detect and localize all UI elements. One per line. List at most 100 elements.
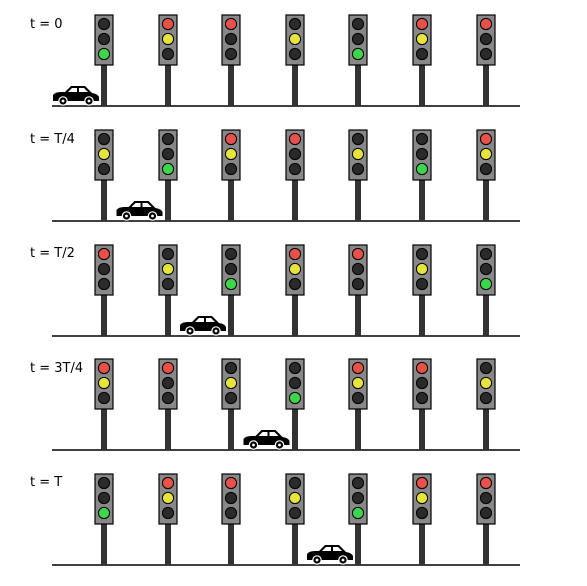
pole	[101, 409, 107, 450]
pole	[483, 295, 489, 336]
car-hub-0	[315, 558, 319, 562]
traffic-light-icon	[412, 358, 432, 450]
red-lamp	[415, 17, 429, 31]
traffic-light-icon	[285, 358, 305, 450]
yellow-lamp	[479, 376, 493, 390]
red-lamp	[415, 247, 429, 261]
pole	[292, 524, 298, 565]
pole	[165, 524, 171, 565]
car-hub-0	[125, 214, 128, 218]
green-lamp	[479, 47, 493, 61]
car-hub-1	[278, 443, 281, 447]
pole	[165, 180, 171, 221]
car-2	[180, 316, 226, 336]
pole	[292, 409, 298, 450]
red-lamp	[224, 361, 238, 375]
yellow-lamp	[161, 262, 175, 276]
green-lamp	[97, 162, 111, 176]
green-lamp	[415, 506, 429, 520]
row-3	[52, 358, 520, 451]
yellow-lamp	[97, 262, 111, 276]
red-lamp	[479, 476, 493, 490]
red-lamp	[415, 361, 429, 375]
yellow-lamp	[415, 262, 429, 276]
pole	[228, 524, 234, 565]
red-lamp	[224, 132, 238, 146]
yellow-lamp	[97, 147, 111, 161]
green-lamp	[224, 391, 238, 405]
row-label-2: t = T/2	[30, 246, 75, 261]
traffic-light-icon	[476, 129, 496, 221]
yellow-lamp	[288, 147, 302, 161]
green-lamp	[97, 277, 111, 291]
car-hub-0	[188, 329, 192, 333]
yellow-lamp	[224, 376, 238, 390]
red-lamp	[97, 247, 111, 261]
red-lamp	[161, 361, 175, 375]
yellow-lamp	[351, 491, 365, 505]
pole	[355, 295, 361, 336]
car-window-rear	[79, 88, 88, 92]
green-lamp	[161, 162, 175, 176]
traffic-light-icon	[221, 14, 241, 106]
traffic-light-icon	[94, 129, 114, 221]
green-lamp	[161, 391, 175, 405]
row-0	[52, 14, 520, 107]
pole	[483, 65, 489, 106]
green-lamp	[288, 162, 302, 176]
row-label-3: t = 3T/4	[30, 361, 84, 376]
car-window-rear	[269, 432, 279, 436]
pole	[101, 180, 107, 221]
green-lamp	[161, 47, 175, 61]
pole	[483, 524, 489, 565]
traffic-light-icon	[348, 14, 368, 106]
red-lamp	[415, 132, 429, 146]
car-0	[53, 86, 99, 106]
pole	[355, 524, 361, 565]
green-lamp	[351, 277, 365, 291]
car-window-rear	[206, 318, 215, 322]
yellow-lamp	[415, 376, 429, 390]
car-4	[307, 545, 353, 565]
red-lamp	[288, 17, 302, 31]
car-hub-1	[341, 558, 345, 562]
traffic-light-icon	[285, 129, 305, 221]
pole	[228, 409, 234, 450]
red-lamp	[224, 476, 238, 490]
pole	[101, 295, 107, 336]
green-lamp	[288, 277, 302, 291]
pole	[165, 65, 171, 106]
yellow-lamp	[415, 491, 429, 505]
traffic-light-icon	[348, 244, 368, 336]
yellow-lamp	[161, 147, 175, 161]
car-hub-1	[151, 214, 154, 218]
green-lamp	[351, 391, 365, 405]
traffic-light-icon	[348, 358, 368, 450]
green-lamp	[97, 506, 111, 520]
traffic-light-icon	[158, 244, 178, 336]
yellow-lamp	[288, 32, 302, 46]
traffic-light-icon	[412, 14, 432, 106]
yellow-lamp	[224, 262, 238, 276]
pole	[483, 409, 489, 450]
car-window-front	[258, 432, 268, 436]
green-lamp	[224, 506, 238, 520]
car-window-front	[131, 203, 141, 207]
traffic-light-icon	[221, 244, 241, 336]
pole	[355, 65, 361, 106]
traffic-light-icon	[158, 473, 178, 565]
green-lamp	[351, 162, 365, 176]
green-lamp	[224, 47, 238, 61]
pole	[419, 65, 425, 106]
yellow-lamp	[288, 491, 302, 505]
car-window-front	[322, 547, 331, 551]
green-lamp	[97, 391, 111, 405]
yellow-lamp	[479, 147, 493, 161]
yellow-lamp	[161, 491, 175, 505]
pole	[228, 65, 234, 106]
traffic-light-icon	[158, 129, 178, 221]
yellow-lamp	[415, 147, 429, 161]
green-lamp	[479, 162, 493, 176]
red-lamp	[224, 17, 238, 31]
